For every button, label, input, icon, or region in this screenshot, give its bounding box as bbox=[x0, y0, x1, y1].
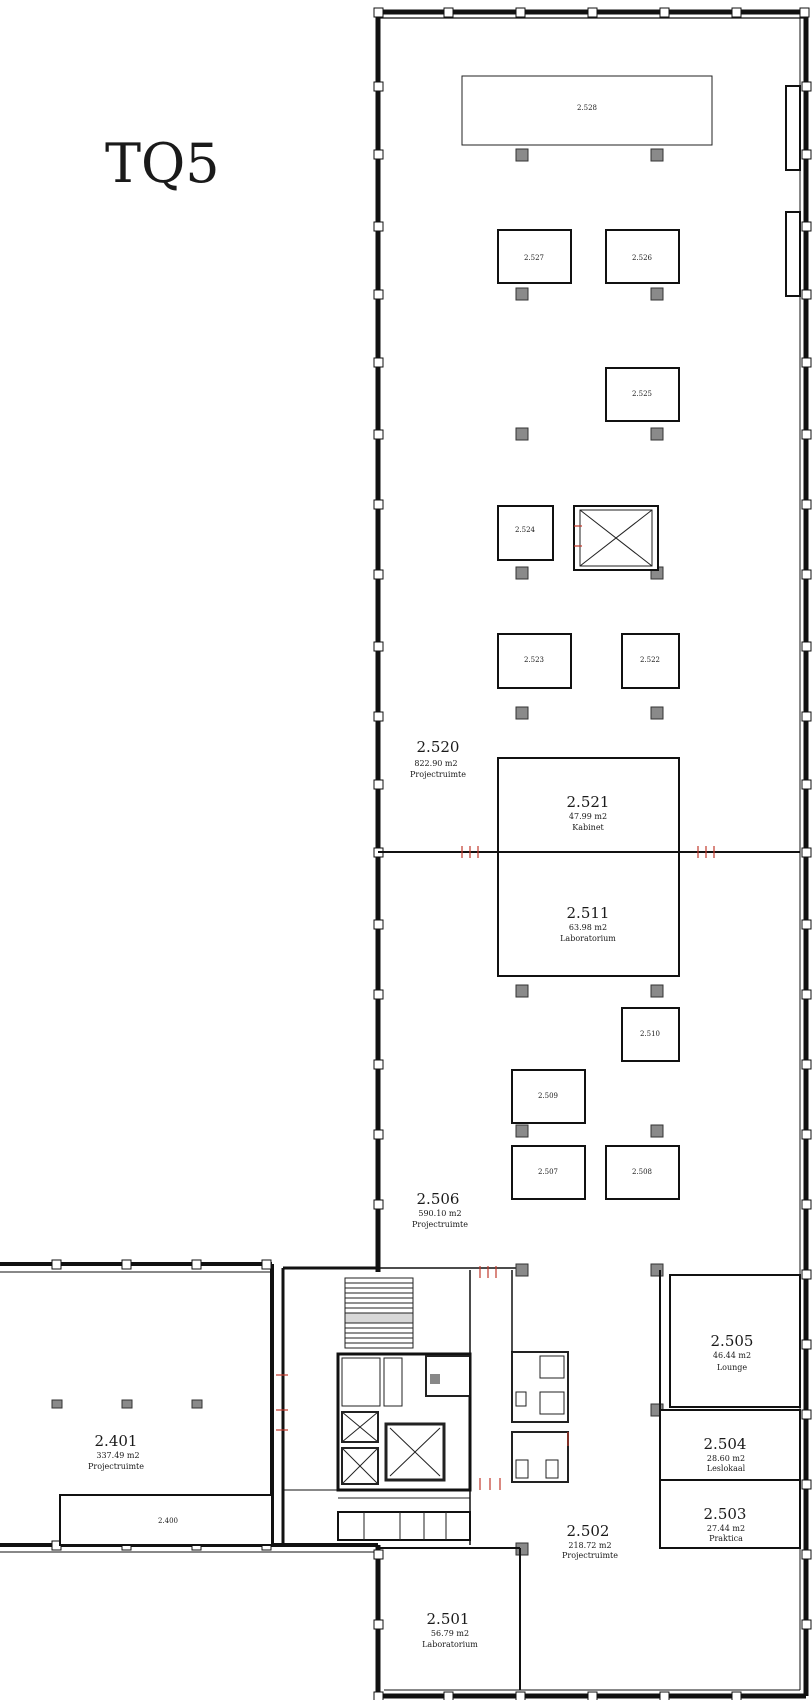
room-2524: 2.524 bbox=[497, 505, 554, 561]
svg-text:2.509: 2.509 bbox=[538, 1092, 558, 1100]
svg-text:Projectruimte: Projectruimte bbox=[410, 770, 466, 779]
svg-text:2.506: 2.506 bbox=[417, 1190, 460, 1208]
svg-text:2.505: 2.505 bbox=[711, 1332, 754, 1350]
core bbox=[276, 1266, 569, 1545]
building-title: TQ5 bbox=[105, 132, 220, 195]
svg-text:2.522: 2.522 bbox=[640, 656, 660, 664]
svg-text:Projectruimte: Projectruimte bbox=[412, 1220, 468, 1229]
svg-text:28.60 m2: 28.60 m2 bbox=[707, 1454, 745, 1463]
room-2526: 2.526 bbox=[605, 229, 680, 284]
room-label-2503: 2.503 27.44 m2 Praktica bbox=[704, 1505, 747, 1543]
svg-text:2.520: 2.520 bbox=[417, 738, 460, 756]
svg-text:Projectruimte: Projectruimte bbox=[88, 1462, 144, 1471]
svg-text:2.525: 2.525 bbox=[632, 390, 652, 398]
room-2525: 2.525 bbox=[605, 367, 680, 422]
svg-text:Praktica: Praktica bbox=[709, 1534, 743, 1543]
facade-recess bbox=[785, 85, 801, 297]
room-2527: 2.527 bbox=[497, 229, 572, 284]
svg-text:218.72 m2: 218.72 m2 bbox=[568, 1541, 611, 1550]
svg-text:Kabinet: Kabinet bbox=[572, 823, 604, 832]
svg-text:2.528: 2.528 bbox=[577, 104, 597, 112]
room-2510: 2.510 bbox=[621, 1007, 680, 1062]
svg-text:2.502: 2.502 bbox=[567, 1522, 610, 1540]
svg-text:2.501: 2.501 bbox=[427, 1610, 470, 1628]
svg-text:2.508: 2.508 bbox=[632, 1168, 652, 1176]
room-2522: 2.522 bbox=[621, 633, 680, 689]
svg-text:2.521: 2.521 bbox=[567, 793, 610, 811]
svg-text:46.44 m2: 46.44 m2 bbox=[713, 1351, 751, 1360]
room-label-2520: 2.520 822.90 m2 Projectruimte bbox=[410, 738, 466, 779]
room-2528: 2.528 bbox=[461, 75, 713, 146]
svg-text:2.510: 2.510 bbox=[640, 1030, 660, 1038]
room-label-2501: 2.501 56.79 m2 Laboratorium bbox=[422, 1610, 478, 1649]
svg-text:Laboratorium: Laboratorium bbox=[560, 934, 616, 943]
svg-text:2.527: 2.527 bbox=[524, 254, 544, 262]
room-2503 bbox=[659, 1479, 801, 1549]
room-2509: 2.509 bbox=[511, 1069, 586, 1124]
room-2521 bbox=[497, 757, 680, 853]
window-mullions bbox=[51, 7, 812, 1700]
room-label-2401: 2.401 337.49 m2 Projectruimte bbox=[88, 1432, 144, 1471]
svg-text:2.523: 2.523 bbox=[524, 656, 544, 664]
svg-text:2.503: 2.503 bbox=[704, 1505, 747, 1523]
room-2511 bbox=[497, 851, 680, 977]
room-label-2521: 2.521 47.99 m2 Kabinet bbox=[567, 793, 610, 832]
svg-text:337.49 m2: 337.49 m2 bbox=[96, 1451, 139, 1460]
room-2508: 2.508 bbox=[605, 1145, 680, 1200]
room-label-2505: 2.505 46.44 m2 Lounge bbox=[711, 1332, 754, 1372]
room-2507: 2.507 bbox=[511, 1145, 586, 1200]
svg-text:47.99 m2: 47.99 m2 bbox=[569, 812, 607, 821]
svg-text:2.524: 2.524 bbox=[515, 526, 536, 534]
room-2523: 2.523 bbox=[497, 633, 572, 689]
room-label-2502: 2.502 218.72 m2 Projectruimte bbox=[562, 1522, 618, 1560]
svg-text:Lounge: Lounge bbox=[717, 1363, 748, 1372]
svg-text:2.507: 2.507 bbox=[538, 1168, 558, 1176]
lift-shaft-tower bbox=[573, 505, 659, 571]
svg-text:2.400: 2.400 bbox=[158, 1517, 178, 1525]
svg-text:2.526: 2.526 bbox=[632, 254, 653, 262]
room-label-2506: 2.506 590.10 m2 Projectruimte bbox=[412, 1190, 468, 1229]
svg-text:822.90 m2: 822.90 m2 bbox=[414, 759, 457, 768]
room-2505 bbox=[669, 1274, 801, 1408]
svg-text:2.401: 2.401 bbox=[95, 1432, 138, 1450]
svg-text:Laboratorium: Laboratorium bbox=[422, 1640, 478, 1649]
svg-text:Projectruimte: Projectruimte bbox=[562, 1551, 618, 1560]
svg-text:27.44 m2: 27.44 m2 bbox=[707, 1524, 745, 1533]
svg-text:63.98 m2: 63.98 m2 bbox=[569, 923, 607, 932]
svg-text:56.79 m2: 56.79 m2 bbox=[431, 1629, 469, 1638]
svg-text:Leslokaal: Leslokaal bbox=[707, 1464, 746, 1473]
svg-text:2.511: 2.511 bbox=[567, 904, 610, 922]
room-label-2504: 2.504 28.60 m2 Leslokaal bbox=[704, 1435, 747, 1473]
svg-text:2.504: 2.504 bbox=[704, 1435, 747, 1453]
room-2501 bbox=[378, 1547, 521, 1690]
room-label-2511: 2.511 63.98 m2 Laboratorium bbox=[560, 904, 616, 943]
svg-text:590.10 m2: 590.10 m2 bbox=[418, 1209, 461, 1218]
room-2400: 2.400 bbox=[59, 1494, 273, 1546]
